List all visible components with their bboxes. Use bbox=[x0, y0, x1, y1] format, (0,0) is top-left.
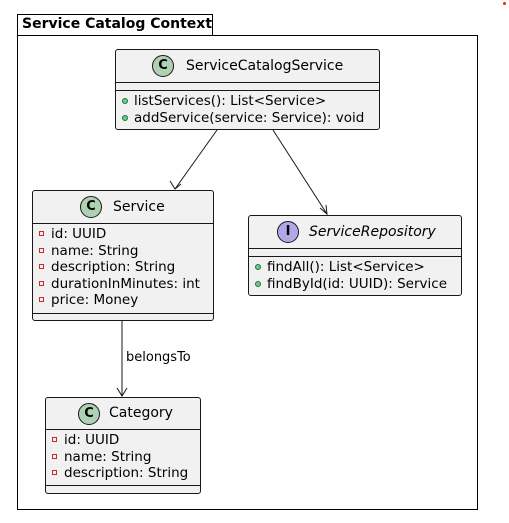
private-icon bbox=[39, 297, 44, 302]
attributes-compartment bbox=[249, 249, 461, 257]
attribute-row: name: String bbox=[39, 243, 213, 260]
private-icon bbox=[39, 247, 44, 253]
attributes-compartment bbox=[116, 83, 379, 91]
attribute-row: id: UUID bbox=[52, 432, 200, 449]
class-header: C Category bbox=[46, 398, 200, 430]
class-header: C ServiceCatalogService bbox=[116, 50, 379, 83]
class-category[interactable]: C Category id: UUID name: String descrip… bbox=[45, 397, 201, 494]
private-icon bbox=[39, 280, 44, 286]
methods-compartment bbox=[46, 486, 200, 492]
class-header: I ServiceRepository bbox=[249, 216, 461, 249]
edge-catalog-to-repository bbox=[272, 129, 328, 215]
attributes-compartment: id: UUID name: String description: Strin… bbox=[33, 224, 213, 314]
package-tab bbox=[17, 14, 213, 35]
attribute-row: price: Money bbox=[39, 292, 213, 309]
interface-stereotype-icon: I bbox=[277, 221, 299, 243]
attribute-row: name: String bbox=[52, 449, 200, 466]
method-row: findAll(): List<Service> bbox=[255, 259, 461, 276]
attribute-row: description: String bbox=[39, 259, 213, 276]
class-name: ServiceRepository bbox=[309, 224, 436, 240]
arrowhead-category bbox=[116, 387, 128, 397]
class-name: Service bbox=[113, 199, 165, 215]
class-stereotype-icon: C bbox=[80, 196, 102, 218]
class-service[interactable]: C Service id: UUID name: String descript… bbox=[32, 190, 214, 321]
private-icon bbox=[39, 264, 44, 269]
method-row: findById(id: UUID): Service bbox=[255, 276, 461, 293]
methods-compartment bbox=[33, 314, 213, 320]
public-icon bbox=[255, 264, 261, 270]
attribute-row: durationInMinutes: int bbox=[39, 276, 213, 293]
methods-compartment: findAll(): List<Service> findById(id: UU… bbox=[249, 257, 461, 292]
class-header: C Service bbox=[33, 191, 213, 224]
red-dot-marker bbox=[503, 2, 506, 5]
public-icon bbox=[122, 98, 128, 104]
attributes-compartment: id: UUID name: String description: Strin… bbox=[46, 430, 200, 486]
edge-catalog-to-service bbox=[174, 129, 218, 190]
class-service-catalog-service[interactable]: C ServiceCatalogService listServices(): … bbox=[115, 49, 380, 130]
public-icon bbox=[255, 280, 261, 287]
attribute-row: description: String bbox=[52, 465, 200, 482]
arrowhead-service bbox=[169, 180, 182, 190]
class-stereotype-icon: C bbox=[78, 403, 100, 425]
private-icon bbox=[52, 437, 57, 442]
private-icon bbox=[52, 453, 57, 459]
class-name: ServiceCatalogService bbox=[186, 58, 344, 74]
class-name: Category bbox=[109, 405, 173, 421]
class-stereotype-icon: C bbox=[152, 55, 174, 77]
private-icon bbox=[39, 231, 44, 236]
private-icon bbox=[52, 470, 57, 475]
public-icon bbox=[122, 114, 128, 121]
edge-label-belongs-to: belongsTo bbox=[126, 350, 191, 365]
package-title: Service Catalog Context bbox=[22, 16, 213, 32]
attribute-row: id: UUID bbox=[39, 226, 213, 243]
method-row: listServices(): List<Service> bbox=[122, 93, 379, 110]
methods-compartment: listServices(): List<Service> addService… bbox=[116, 91, 379, 126]
arrowhead-repository bbox=[319, 204, 328, 216]
interface-service-repository[interactable]: I ServiceRepository findAll(): List<Serv… bbox=[248, 215, 462, 296]
method-row: addService(service: Service): void bbox=[122, 110, 379, 127]
